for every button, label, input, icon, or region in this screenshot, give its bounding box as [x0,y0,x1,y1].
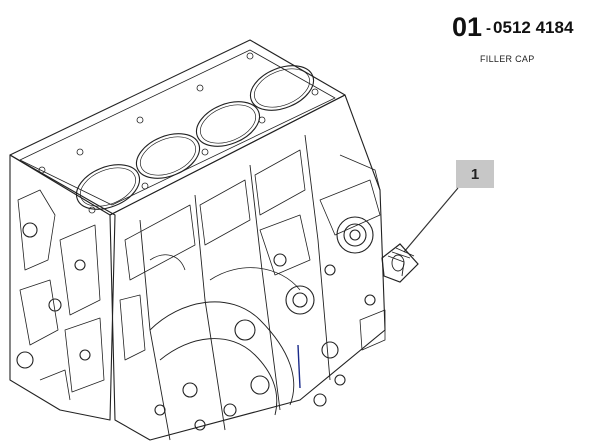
cylinder-bore-3 [135,133,201,179]
cylinder-bore-1 [249,65,315,111]
part-index: 01 [452,12,483,42]
block-front-face [9,154,116,421]
part-separator: - [486,20,492,37]
part-header: 01-0512 4184 [452,12,573,43]
callout-leader-line [403,187,459,253]
callout-1[interactable]: 1 [456,160,494,188]
cylinder-bore-2 [195,101,261,147]
part-description: FILLER CAP [480,54,535,64]
part-number: 0512 4184 [493,18,574,37]
callout-label: 1 [470,165,480,183]
cylinder-bore-4 [75,164,141,210]
filler-cap [381,243,419,283]
block-side-wall [109,94,386,441]
